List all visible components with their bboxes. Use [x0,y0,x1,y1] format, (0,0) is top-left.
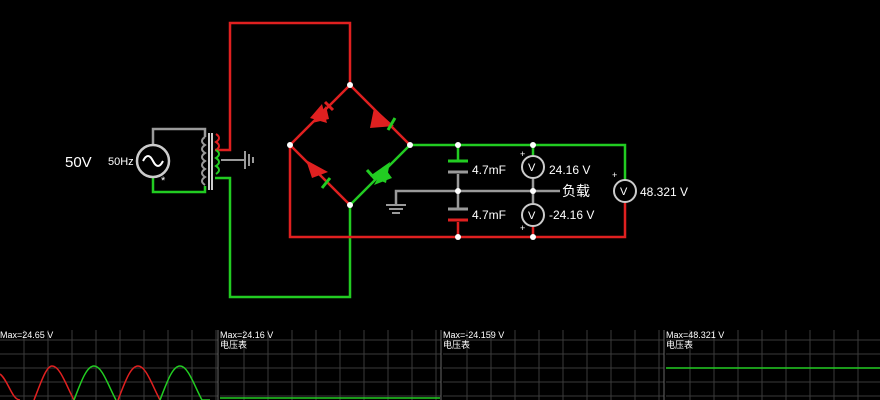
voltmeter-load-plus: + [612,170,617,180]
scope-grids [0,330,880,400]
scope-3-subtitle: 电压表 [443,339,470,350]
scope-2-subtitle: 电压表 [220,339,247,350]
voltmeter-top[interactable]: V + [520,149,545,179]
load-label: 负载 [562,183,590,199]
node-cap-bottom[interactable] [455,234,461,240]
capacitor-bottom-label: 4.7mF [472,208,506,222]
secondary-coil [214,149,220,175]
source-frequency-label: 50Hz [108,156,134,168]
capacitor-top[interactable] [448,159,468,174]
node-meter-mid[interactable] [530,188,536,194]
voltmeter-load-value: 48.321 V [640,185,688,199]
junction-dots [287,82,536,240]
primary-coil [201,136,207,186]
bridge-rectifier[interactable] [289,84,411,206]
voltmeter-top-plus: + [520,149,525,159]
wire-positive-rail[interactable] [410,143,627,180]
scope-1-trace-green [73,365,210,400]
scope-3-max-label: Max=-24.159 V [443,330,504,340]
voltmeter-top-value: 24.16 V [549,163,590,177]
scope-2[interactable]: Max=24.16 V 电压表 [220,330,440,399]
node-bridge-top[interactable] [347,82,353,88]
scope-1-trace-red [0,365,161,400]
ground-icon-transformer [244,151,254,169]
scope-4-subtitle: 电压表 [666,339,693,350]
scope-1-max-label: Max=24.65 V [0,330,53,340]
voltmeter-load[interactable]: V + [612,170,637,203]
scope-4-max-label: Max=48.321 V [666,330,724,340]
secondary-coil-top [214,133,220,151]
voltmeter-load-symbol: V [620,186,628,198]
node-bridge-bottom[interactable] [347,202,353,208]
diode-top-left[interactable] [310,100,335,123]
scope-strip-bg [0,330,880,400]
capacitor-bottom[interactable] [448,207,468,222]
voltmeter-bottom-value: -24.16 V [549,208,594,222]
voltmeter-bottom[interactable]: V + [520,203,545,233]
node-meter-bottom[interactable] [530,234,536,240]
diode-bottom-left[interactable] [306,160,332,189]
node-bridge-left[interactable] [287,142,293,148]
scope-4[interactable]: Max=48.321 V 电压表 [666,330,880,369]
node-bridge-right[interactable] [407,142,413,148]
source-dot-mark: * [161,175,166,187]
wire-bottom-green[interactable] [215,176,352,299]
transformer[interactable] [201,133,245,190]
wire-primary-bottom[interactable] [151,172,207,194]
scope-panels: Max=24.65 V Max=24.16 V 电压表 Max=-24.159 … [0,330,880,400]
ground-icon-midpoint [386,204,406,214]
wire-top-red[interactable] [215,21,352,152]
wire-ground-midpoint[interactable] [394,189,560,205]
voltmeter-top-symbol: V [528,162,536,174]
node-cap-top[interactable] [455,142,461,148]
scope-1[interactable]: Max=24.65 V [0,330,210,400]
primary-wires [151,127,207,194]
node-meter-top[interactable] [530,142,536,148]
scope-3[interactable]: Max=-24.159 V 电压表 [443,330,504,350]
wire-primary-top[interactable] [151,127,207,150]
voltmeter-bottom-plus: + [520,223,525,233]
ac-source[interactable] [135,143,171,179]
diode-bottom-right[interactable] [365,162,392,185]
scope-2-max-label: Max=24.16 V [220,330,273,340]
source-voltage-label: 50V [65,154,92,171]
voltmeter-bottom-symbol: V [528,210,536,222]
diode-top-right[interactable] [370,108,397,131]
sine-wave-icon [142,155,164,167]
capacitor-top-label: 4.7mF [472,163,506,177]
node-cap-mid[interactable] [455,188,461,194]
transformer-secondary-wires [215,21,352,299]
